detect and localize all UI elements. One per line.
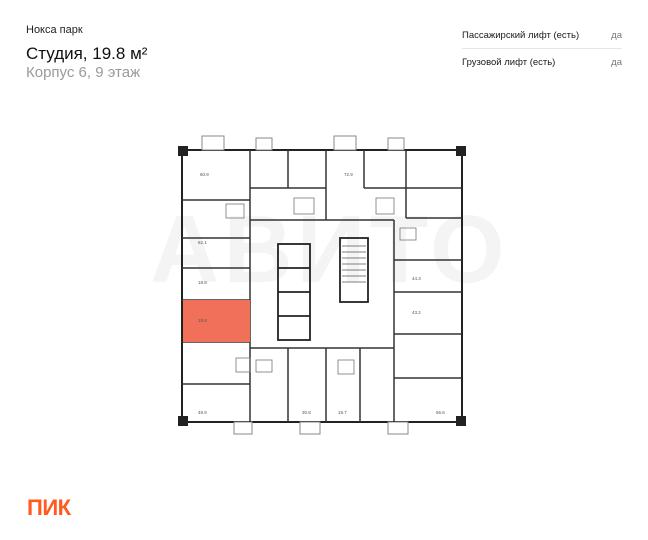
area-label: 48.9	[198, 410, 207, 415]
area-label: 43.2	[412, 310, 421, 315]
floor-plan: 60.9 72.9 62.1 18.8 19.8 48.9 30.8 19.7 …	[178, 135, 466, 435]
balconies	[201, 135, 409, 435]
fixtures	[225, 197, 417, 375]
property-row: Грузовой лифт (есть) да	[462, 49, 622, 75]
watermark: АВИТО	[150, 195, 509, 305]
internal-walls	[182, 150, 462, 422]
area-label: 19.7	[338, 410, 347, 415]
area-label: 30.8	[302, 410, 311, 415]
stair-treads	[342, 245, 366, 283]
property-row: Пассажирский лифт (есть) да	[462, 22, 622, 49]
area-label: 62.1	[198, 240, 207, 245]
property-value: да	[611, 29, 622, 41]
property-label: Пассажирский лифт (есть)	[462, 29, 580, 41]
property-value: да	[611, 56, 622, 68]
area-label: 56.6	[436, 410, 445, 415]
area-label: 19.8	[198, 318, 207, 323]
properties-list: Пассажирский лифт (есть) да Грузовой лиф…	[462, 22, 622, 75]
building-floor: Корпус 6, 9 этаж	[26, 64, 141, 81]
selected-apartment	[183, 300, 250, 342]
area-label: 72.9	[344, 172, 353, 177]
area-label: 44.3	[412, 276, 421, 281]
outer-wall	[181, 149, 463, 423]
property-label: Грузовой лифт (есть)	[462, 56, 556, 68]
corner-posts	[178, 146, 466, 426]
project-name: Нокса парк	[26, 24, 83, 36]
brand-logo: ПИК	[27, 495, 71, 520]
elevator-core	[277, 237, 369, 341]
area-label: 60.9	[200, 172, 209, 177]
apartment-title: Студия, 19.8 м²	[26, 44, 148, 63]
area-label: 18.8	[198, 280, 207, 285]
